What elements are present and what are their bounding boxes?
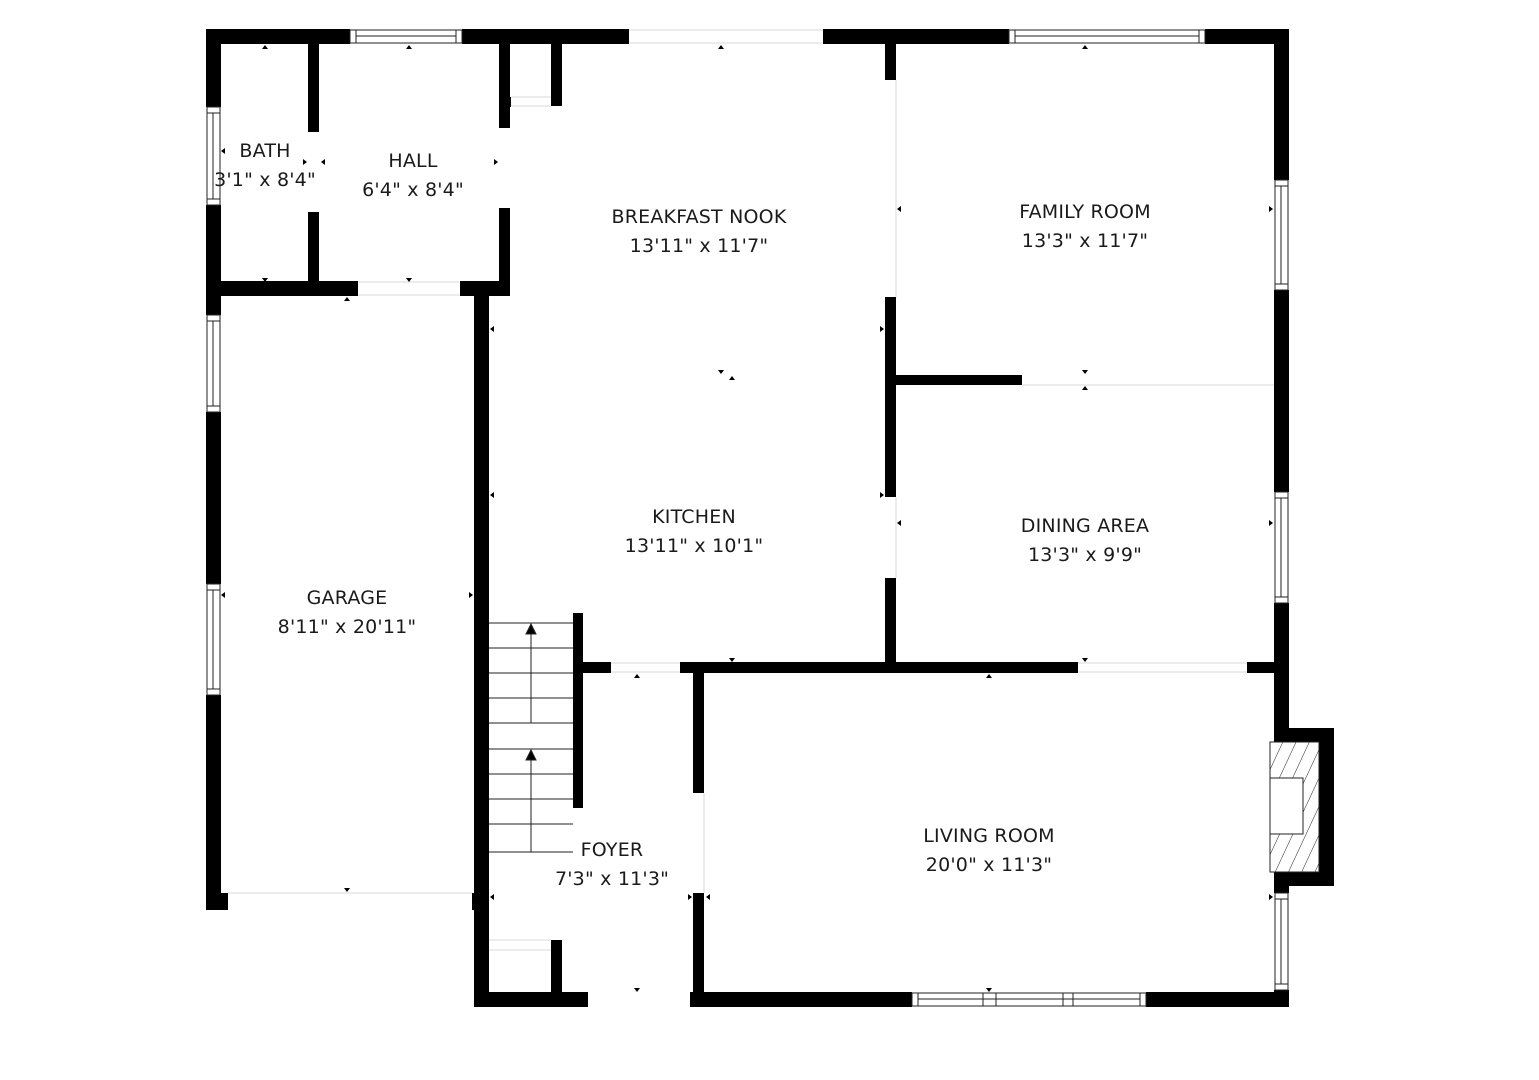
- room-label-family-room: FAMILY ROOM 13'3" x 11'7": [1019, 198, 1151, 256]
- room-dimensions: 13'3" x 9'9": [1027, 544, 1143, 566]
- room-name: BREAKFAST NOOK: [611, 206, 787, 228]
- room-label-garage: GARAGE 8'11" x 20'11": [278, 584, 417, 642]
- dimension-markers: [221, 45, 1273, 992]
- room-dimensions: 6'4" x 8'4": [362, 179, 464, 201]
- room-name: FAMILY ROOM: [1019, 201, 1151, 223]
- openings: [228, 29, 1274, 951]
- room-label-living-room: LIVING ROOM 20'0" x 11'3": [923, 822, 1054, 880]
- room-name: DINING AREA: [1020, 515, 1150, 537]
- walls: [206, 29, 1334, 1007]
- room-name: KITCHEN: [652, 506, 736, 528]
- room-dimensions: 8'11" x 20'11": [277, 616, 417, 638]
- stairs: [489, 622, 573, 853]
- fireplace: [1269, 741, 1320, 873]
- room-label-breakfast-nook: BREAKFAST NOOK 13'11" x 11'7": [612, 203, 787, 261]
- room-dimensions: 3'1" x 8'4": [214, 169, 316, 191]
- room-label-hall: HALL 6'4" x 8'4": [362, 147, 464, 205]
- room-name: HALL: [388, 150, 438, 172]
- room-label-dining-area: DINING AREA 13'3" x 9'9": [1021, 512, 1149, 570]
- room-label-bath: BATH 3'1" x 8'4": [214, 137, 316, 195]
- room-name: GARAGE: [306, 587, 388, 609]
- room-dimensions: 13'11" x 10'1": [624, 535, 764, 557]
- room-dimensions: 13'3" x 11'7": [1021, 230, 1149, 252]
- room-dimensions: 20'0" x 11'3": [925, 854, 1053, 876]
- windows: [206, 29, 1289, 1007]
- room-label-kitchen: KITCHEN 13'11" x 10'1": [625, 503, 764, 561]
- room-dimensions: 7'3" x 11'3": [554, 868, 670, 890]
- room-name: BATH: [239, 140, 291, 162]
- room-label-foyer: FOYER 7'3" x 11'3": [555, 836, 669, 894]
- room-dimensions: 13'11" x 11'7": [629, 235, 769, 257]
- room-name: FOYER: [580, 839, 644, 861]
- room-name: LIVING ROOM: [923, 825, 1055, 847]
